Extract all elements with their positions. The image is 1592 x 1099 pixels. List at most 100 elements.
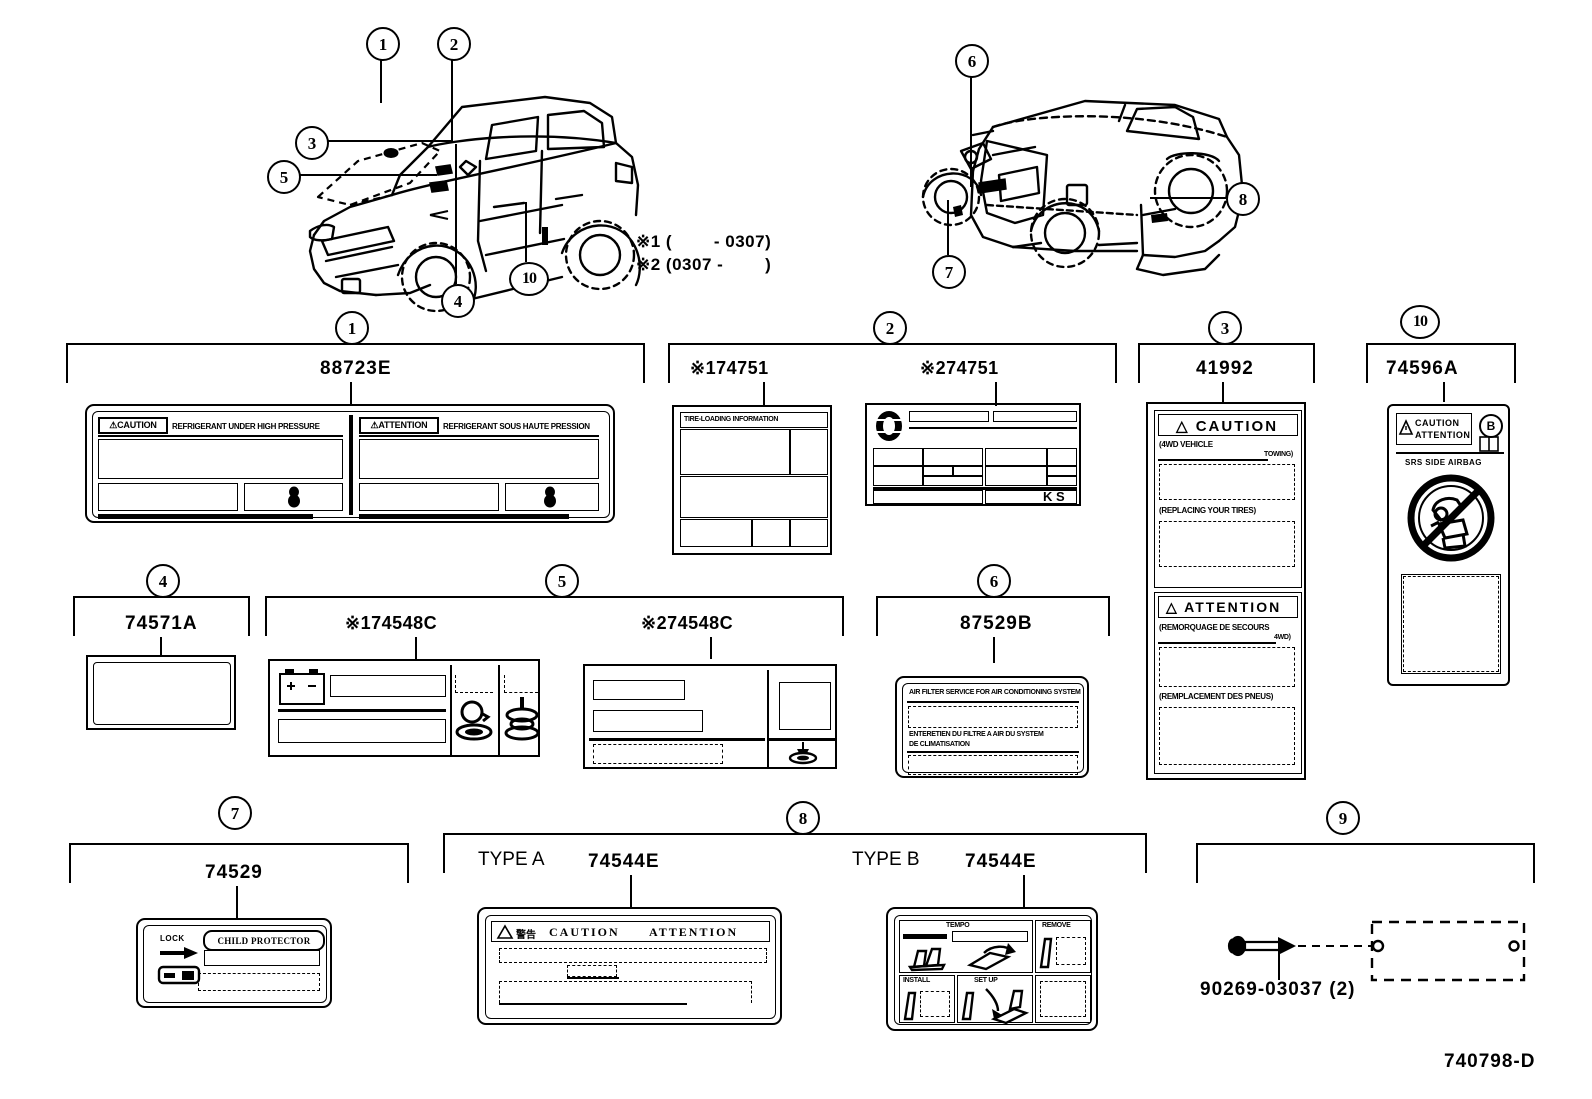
leader-5 [297,174,437,176]
rule-fr [359,435,599,437]
panel-fr-main [359,439,599,479]
child-protector-bar-2 [198,973,320,991]
callout-bubble-3[interactable]: 3 [295,126,329,160]
battery-icon [279,669,325,705]
panel-fr-foot [359,514,569,519]
leader-10-front [525,202,527,262]
seat-icon-1 [907,947,947,972]
group-bubble-10-label: 10 [1413,313,1428,330]
part-number-90269: 90269-03037 (2) [1200,979,1356,1000]
label-41992-towing[interactable]: △ CAUTION (4WD VEHICLE TOWING) (REPLACIN… [1146,402,1306,780]
towing-attention-sub2: (REMPLACEMENT DES PNEUS) [1159,692,1274,701]
label-74548C-type2[interactable] [583,664,837,769]
group-bubble-7[interactable]: 7 [218,796,252,830]
air-filter-rule-1 [907,701,1079,703]
type-b-panel-1-label: TEMPO [946,922,970,929]
leader-174548C [415,637,417,659]
srs-attention-text: ATTENTION [1415,430,1471,440]
tire-loading-cell-d [680,519,752,547]
callout-bubble-10-front[interactable]: 10 [509,262,549,296]
callout-bubble-5[interactable]: 5 [267,160,301,194]
callout-bubble-6[interactable]: 6 [955,44,989,78]
callout-bubble-2[interactable]: 2 [437,27,471,61]
panel-en-main [98,439,343,479]
srs-caution-box [1396,413,1472,445]
air-filter-line-fr1: ENTERETIEN DU FILTRE A AIR DU SYSTEM [909,731,1044,738]
label-74544E-type-a[interactable]: 警告 CAUTION ATTENTION [477,907,782,1025]
type-a-label: TYPE A [478,849,545,870]
group-bubble-6[interactable]: 6 [977,564,1011,598]
cap-icon-2 [504,697,540,741]
caution-body-en: REFRIGERANT UNDER HIGH PRESSURE [172,422,320,431]
callout-bubble-7[interactable]: 7 [932,255,966,289]
group-bubble-5-label: 5 [557,571,567,591]
callout-bubble-8-rear[interactable]: 8 [1226,182,1260,216]
type-b-bar-b [952,931,1028,942]
type-a-body-line-1 [567,977,619,979]
cap-icon-1 [455,700,493,741]
t1-col-div-1 [450,665,452,755]
group-bubble-9[interactable]: 9 [1326,801,1360,835]
seat-back-icon-2 [903,991,917,1021]
part-number-274548C: ※274548C [641,613,734,633]
group-bubble-10[interactable]: 10 [1400,305,1440,339]
group-bubble-8[interactable]: 8 [786,801,820,835]
part-number-174751: ※174751 [690,358,769,378]
leader-7 [947,200,949,255]
placard-grid-l2 [923,448,983,466]
rule-en [98,435,343,437]
type-a-body-1 [499,948,767,963]
label-74751-placard[interactable]: K S [865,403,1081,506]
switch-icon [157,965,201,985]
t2-bar-1 [593,680,685,700]
label-74529-child-protector[interactable]: LOCK CHILD PROTECTOR [136,918,332,1008]
part-number-74544E-a: 74544E [588,851,660,872]
label-74751-tire-loading[interactable]: TIRE-LOADING INFORMATION [672,405,832,555]
label-74596A-srs-airbag[interactable]: CAUTION ATTENTION B SRS SIDE AIRBAG [1387,404,1510,686]
placard-grid-l3 [873,466,923,486]
warning-triangle-icon [1398,419,1414,435]
label-74571A-blank[interactable] [86,655,236,730]
leader-90269 [1278,946,1280,980]
group-bubble-6-label: 6 [989,571,999,591]
group-bubble-5[interactable]: 5 [545,564,579,598]
leader-74596A [1443,382,1445,402]
t2-col-div [767,670,769,767]
leader-74571A [160,637,162,655]
air-filter-body-fr [908,755,1078,775]
group-bubble-9-label: 9 [1338,808,1348,828]
group-bracket-8 [443,833,1147,873]
group-bubble-1[interactable]: 1 [335,311,369,345]
group-bracket-10 [1366,343,1516,383]
seat-back-icon-3 [961,991,975,1021]
group-bubble-2-label: 2 [885,318,895,338]
srs-text-panel-dash [1403,576,1499,672]
group-bubble-4-label: 4 [158,571,168,591]
label-88723E-refrigerant[interactable]: ⚠CAUTION REFRIGERANT UNDER HIGH PRESSURE… [85,404,615,523]
tire-loading-cell-e [752,519,790,547]
callout-bubble-1[interactable]: 1 [366,27,400,61]
t2-panel-img [779,682,831,730]
leader-74529 [236,886,238,918]
cap-icon-3 [788,742,818,765]
label-74544E-type-b[interactable]: TEMPO REMOVE INSTALL SET UP [886,907,1098,1031]
air-filter-inner [902,683,1084,773]
placard-grid-l5 [953,466,983,476]
child-protector-bar-1 [204,950,320,966]
label-74548C-type1[interactable] [268,659,540,757]
t1-dash-a [455,675,493,693]
screw-assembly-illustration [1227,920,1526,982]
label-87529B-air-filter[interactable]: AIR FILTER SERVICE FOR AIR CONDITIONING … [895,676,1089,778]
leader-3 [325,140,453,142]
placard-foot-l [873,490,983,504]
group-bubble-2[interactable]: 2 [873,311,907,345]
group-bubble-4[interactable]: 4 [146,564,180,598]
group-bubble-3[interactable]: 3 [1208,311,1242,345]
attention-body-fr: REFRIGERANT SOUS HAUTE PRESSION [443,422,590,431]
part-number-174548C: ※174548C [345,613,438,633]
callout-bubble-4[interactable]: 4 [441,284,475,318]
type-a-caution: CAUTION [549,925,620,939]
t1-bar-bottom [278,719,446,743]
type-b-panel-3 [899,975,955,1023]
type-b-panel-2-dash [1056,937,1086,965]
